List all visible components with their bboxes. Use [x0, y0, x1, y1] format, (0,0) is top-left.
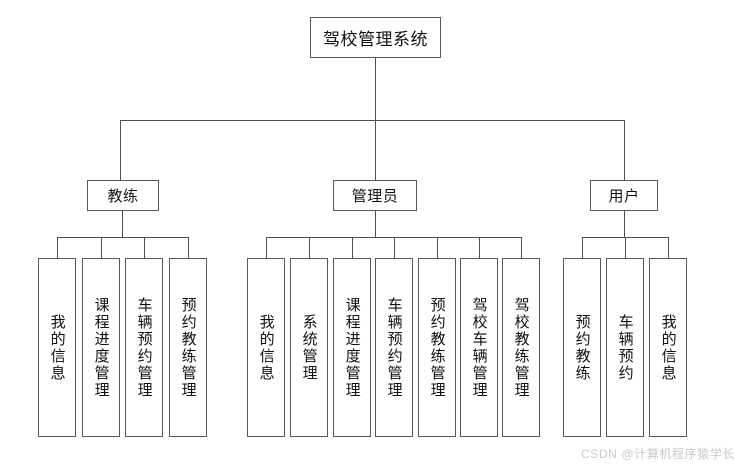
connector-drop-admin [375, 120, 376, 180]
node-label: 我的信息 [48, 313, 66, 382]
connector-user-drop-0 [582, 237, 583, 258]
node-leaf-admin-3[interactable]: 车辆预约管理 [375, 258, 413, 437]
node-label: 车辆预约管理 [135, 296, 153, 399]
connector-coach-drop-1 [101, 237, 102, 258]
node-label: 预约教练 [573, 313, 591, 382]
connector-coach-drop-2 [144, 237, 145, 258]
node-leaf-admin-6[interactable]: 驾校教练管理 [502, 258, 540, 437]
node-label: 预约教练管理 [179, 296, 197, 399]
node-label: 课程进度管理 [92, 296, 110, 399]
node-label: 我的信息 [257, 313, 275, 382]
node-label: 驾校教练管理 [512, 296, 530, 399]
connector-admin-drop-1 [309, 237, 310, 258]
connector-admin-bus [266, 237, 521, 238]
connector-coach-drop-3 [188, 237, 189, 258]
node-label: 用户 [608, 188, 640, 205]
node-leaf-user-0[interactable]: 预约教练 [563, 258, 601, 437]
node-label: 车辆预约管理 [385, 296, 403, 399]
node-label: 系统管理 [300, 313, 318, 382]
node-label: 管理员 [351, 188, 399, 205]
node-leaf-admin-5[interactable]: 驾校车辆管理 [460, 258, 498, 437]
connector-admin-drop-3 [394, 237, 395, 258]
node-branch-admin[interactable]: 管理员 [333, 180, 417, 211]
node-leaf-admin-0[interactable]: 我的信息 [247, 258, 285, 437]
node-branch-user[interactable]: 用户 [590, 180, 658, 211]
watermark-credit: CSDN @计算机程序猿学长 [581, 445, 734, 462]
connector-admin-drop-5 [479, 237, 480, 258]
node-label: 课程进度管理 [343, 296, 361, 399]
node-branch-coach[interactable]: 教练 [87, 180, 159, 211]
connector-coach-drop-0 [57, 237, 58, 258]
node-leaf-user-2[interactable]: 我的信息 [649, 258, 687, 437]
node-leaf-coach-3[interactable]: 预约教练管理 [169, 258, 207, 437]
node-leaf-coach-0[interactable]: 我的信息 [38, 258, 76, 437]
connector-coach-bus [57, 237, 188, 238]
connector-admin-drop-4 [437, 237, 438, 258]
node-root-system[interactable]: 驾校管理系统 [310, 17, 441, 58]
node-label: 驾校车辆管理 [470, 296, 488, 399]
connector-user-drop-1 [625, 237, 626, 258]
node-leaf-admin-4[interactable]: 预约教练管理 [418, 258, 456, 437]
node-label: 教练 [107, 188, 139, 205]
node-leaf-user-1[interactable]: 车辆预约 [606, 258, 644, 437]
watermark-text: CSDN @计算机程序猿学长 [581, 447, 734, 461]
node-leaf-admin-1[interactable]: 系统管理 [290, 258, 328, 437]
connector-admin-stem [375, 211, 376, 238]
connector-admin-drop-0 [266, 237, 267, 258]
node-label: 驾校管理系统 [323, 30, 428, 49]
connector-drop-user [624, 120, 625, 180]
node-leaf-coach-2[interactable]: 车辆预约管理 [125, 258, 163, 437]
node-label: 车辆预约 [616, 313, 634, 382]
connector-admin-drop-2 [352, 237, 353, 258]
connector-level1-bus [120, 120, 625, 121]
connector-admin-drop-6 [521, 237, 522, 258]
connector-drop-coach [120, 120, 121, 180]
connector-user-stem [624, 211, 625, 238]
node-leaf-coach-1[interactable]: 课程进度管理 [82, 258, 120, 437]
node-leaf-admin-2[interactable]: 课程进度管理 [333, 258, 371, 437]
connector-user-drop-2 [668, 237, 669, 258]
node-label: 我的信息 [659, 313, 677, 382]
node-label: 预约教练管理 [428, 296, 446, 399]
connector-coach-stem [122, 211, 123, 238]
connector-root-stem [375, 58, 376, 121]
